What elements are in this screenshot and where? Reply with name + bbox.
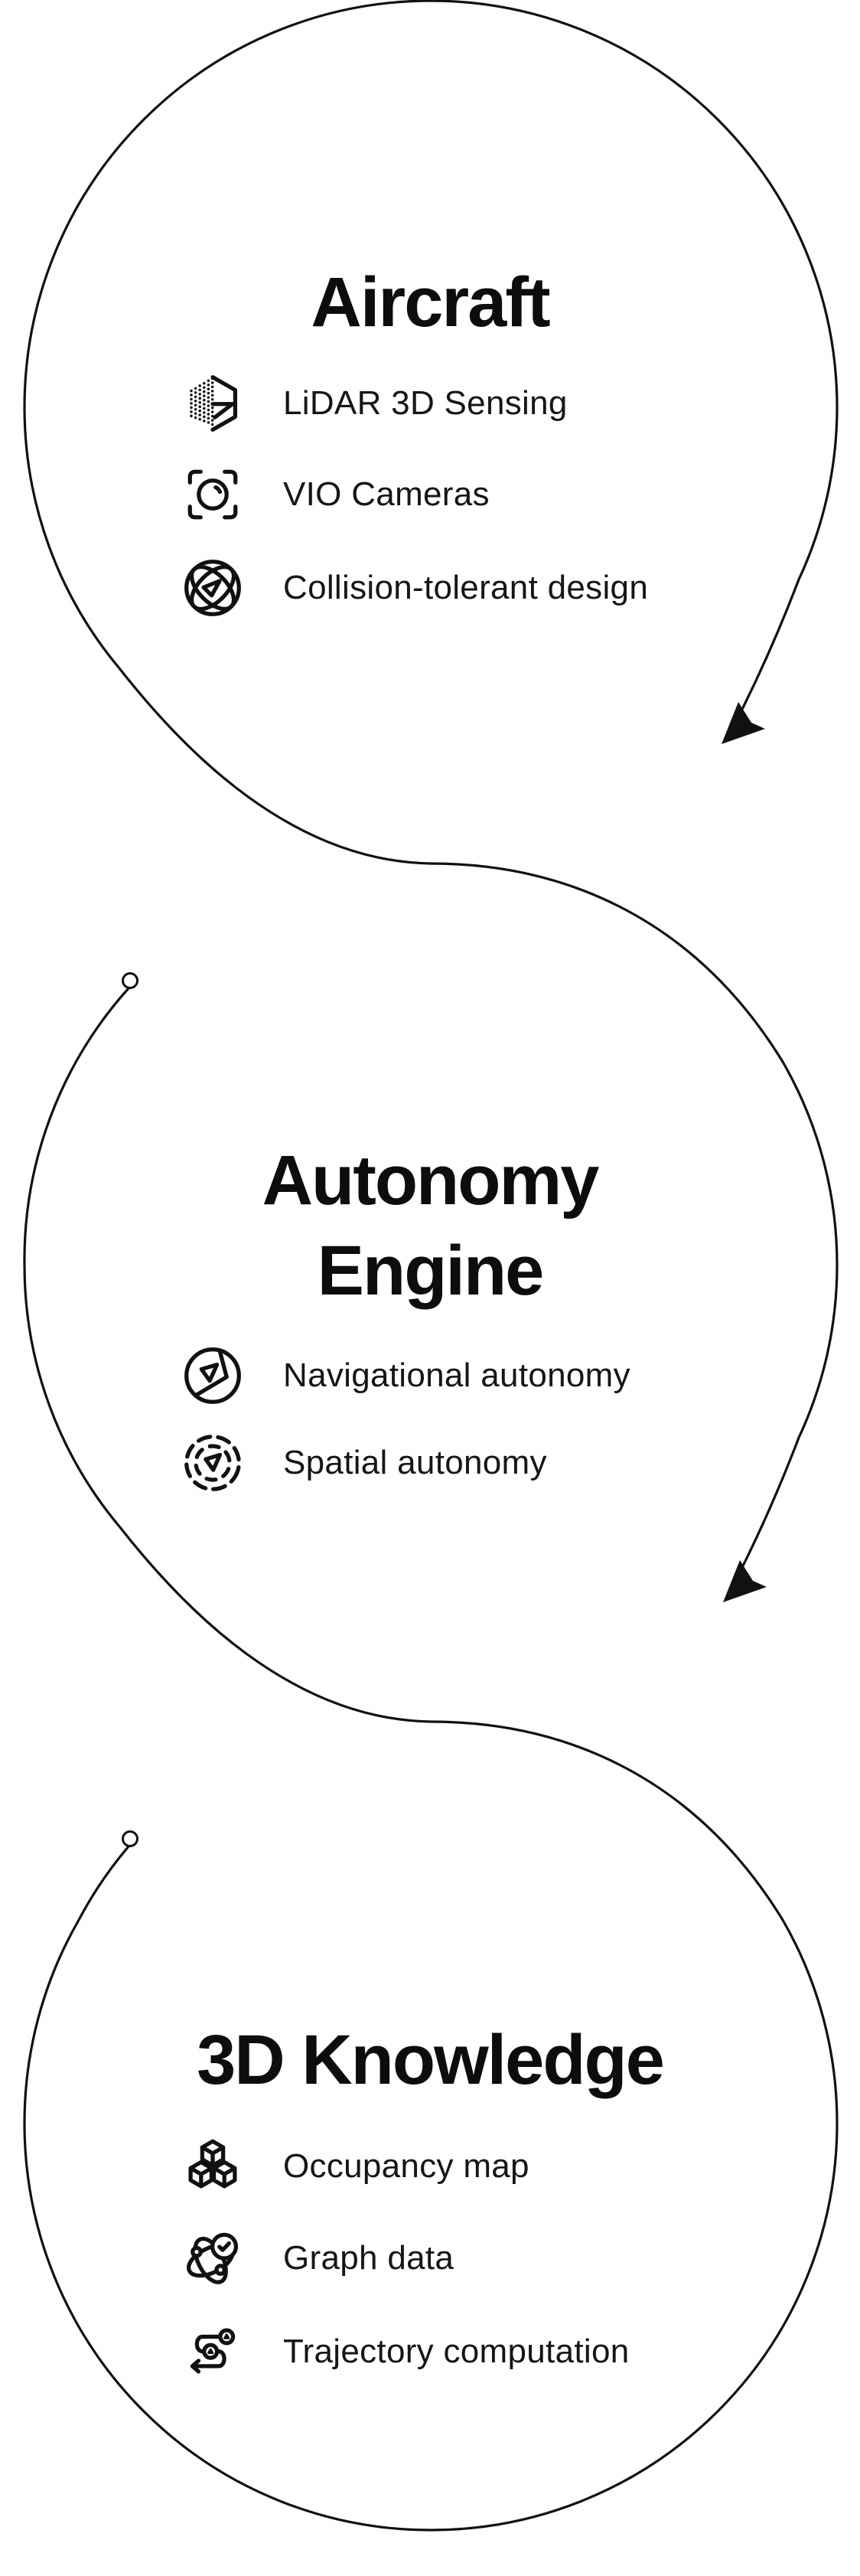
occupancy-map-icon [181,2134,245,2199]
feature-label: Occupancy map [283,2147,529,2185]
flow-start-marker-2 [122,972,138,989]
spatial-autonomy-icon [181,1431,245,1495]
flow-arrowhead-2 [723,1560,767,1602]
feature-label: Trajectory computation [283,2333,630,2370]
feature-label: VIO Cameras [283,475,490,513]
section-title-autonomy-engine: Autonomy Engine [0,1135,860,1316]
loop-2-to-loop-3-arc [23,987,839,2532]
feature-row: Occupancy map [181,2134,529,2199]
feature-label: Navigational autonomy [283,1357,630,1394]
feature-label: Graph data [283,2239,454,2277]
feature-row: Trajectory computation [181,2320,630,2384]
feature-row: Navigational autonomy [181,1344,630,1408]
section-title-aircraft: Aircraft [311,263,550,341]
title-line: Engine [317,1231,545,1310]
feature-row: Graph data [181,2226,454,2290]
vio-cameras-icon [181,462,245,527]
graph-data-icon [181,2226,245,2290]
flow-arrowhead-1 [722,702,765,744]
flow-start-marker-3 [122,1830,138,1847]
loop-1-to-loop-2-arc [23,0,839,1592]
feature-label: LiDAR 3D Sensing [283,384,568,422]
feature-label: Spatial autonomy [283,1444,547,1481]
title-line: Autonomy [262,1141,600,1219]
loop-3-start-arc [77,1845,130,1921]
feature-row: VIO Cameras [181,462,490,527]
feature-row: Spatial autonomy [181,1431,547,1495]
navigational-autonomy-icon [181,1344,245,1408]
trajectory-computation-icon [181,2320,245,2384]
loop-1-right-arc [430,0,839,734]
collision-tolerant-design-icon [181,556,245,620]
feature-row: Collision-tolerant design [181,556,648,620]
feature-label: Collision-tolerant design [283,569,649,606]
lidar-3d-sensing-icon [181,371,245,436]
feature-row: LiDAR 3D Sensing [181,371,568,436]
section-title-3d-knowledge: 3D Knowledge [197,2020,665,2099]
